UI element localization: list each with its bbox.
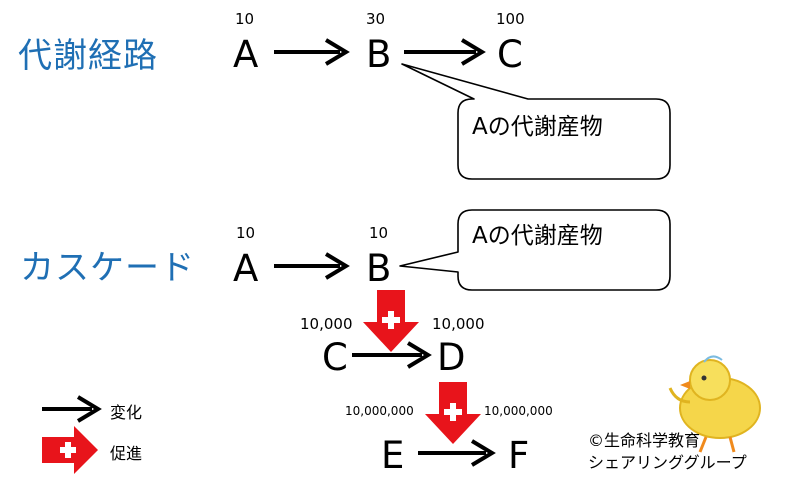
cascade-callout-label: Aの代謝産物 xyxy=(472,223,603,249)
node-pathway-a: A xyxy=(233,33,259,76)
pathway-callout-bubble xyxy=(401,63,671,180)
chick-mascot xyxy=(668,355,761,453)
node-cascade-a: A xyxy=(233,247,259,290)
heading-metabolic-pathway: 代謝経路 xyxy=(18,36,158,76)
node-cascade-f: F xyxy=(508,434,530,477)
legend-promote-arrow xyxy=(42,426,98,474)
amount-cascade-e: 10,000,000 xyxy=(345,404,414,418)
node-cascade-b: B xyxy=(366,247,392,290)
node-cascade-d: D xyxy=(437,336,466,379)
amount-cascade-b: 10 xyxy=(369,224,389,242)
node-cascade-e: E xyxy=(381,434,405,477)
credit-line-1: ©生命科学教育 xyxy=(588,431,701,450)
change-arrow-b-c xyxy=(404,38,486,66)
amount-cascade-a: 10 xyxy=(236,224,256,242)
change-arrow-a-b xyxy=(274,38,350,66)
amount-pathway-a: 10 xyxy=(235,10,255,28)
amount-pathway-c: 100 xyxy=(496,10,525,28)
credit-line-2: シェアリンググループ xyxy=(588,453,747,472)
node-pathway-b: B xyxy=(366,33,392,76)
legend-change-arrow xyxy=(42,395,102,423)
legend-promote-label: 促進 xyxy=(110,444,143,463)
change-arrow-cascade-a-b xyxy=(274,252,350,280)
pathway-callout-label: Aの代謝産物 xyxy=(472,114,603,140)
amount-cascade-f: 10,000,000 xyxy=(484,404,553,418)
promote-arrow-d xyxy=(425,382,481,444)
amount-pathway-b: 30 xyxy=(366,10,386,28)
node-cascade-c: C xyxy=(322,336,348,379)
cascade-callout-bubble xyxy=(399,209,671,291)
amount-cascade-d: 10,000 xyxy=(432,315,485,333)
legend-change-label: 変化 xyxy=(110,403,143,422)
amount-cascade-c: 10,000 xyxy=(300,315,353,333)
node-pathway-c: C xyxy=(497,33,523,76)
heading-cascade: カスケード xyxy=(20,248,195,288)
change-arrow-e-f xyxy=(418,439,496,467)
change-arrow-c-d xyxy=(352,341,432,369)
